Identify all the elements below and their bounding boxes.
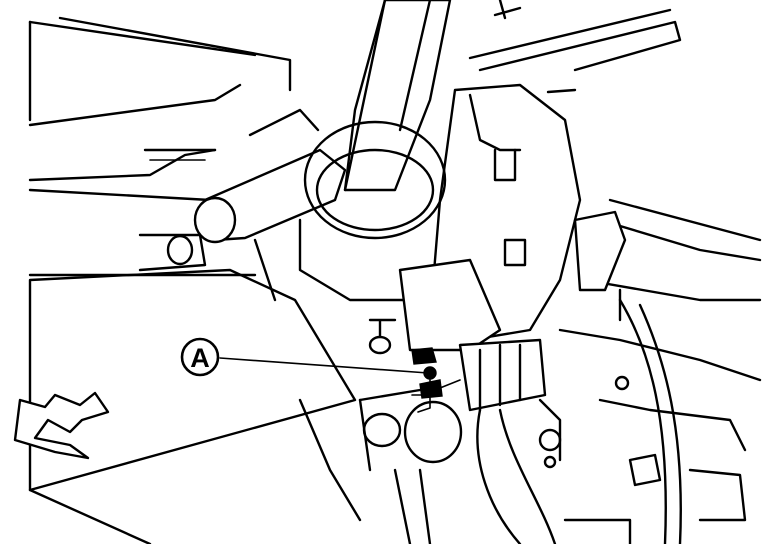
callout-a: A xyxy=(180,337,429,377)
steering-shaft xyxy=(343,0,452,192)
zigzag-arrow-icon xyxy=(13,391,110,460)
circle-callout-icon xyxy=(180,337,220,377)
wiper-lever xyxy=(193,108,347,244)
harness-connector-a xyxy=(411,347,461,413)
lower-frame xyxy=(28,398,372,544)
connector-assembly xyxy=(358,258,547,464)
callout-letter: A xyxy=(190,343,210,373)
column-cover xyxy=(28,233,357,492)
wiring-harness xyxy=(393,298,762,544)
dashboard-frame xyxy=(28,0,762,322)
